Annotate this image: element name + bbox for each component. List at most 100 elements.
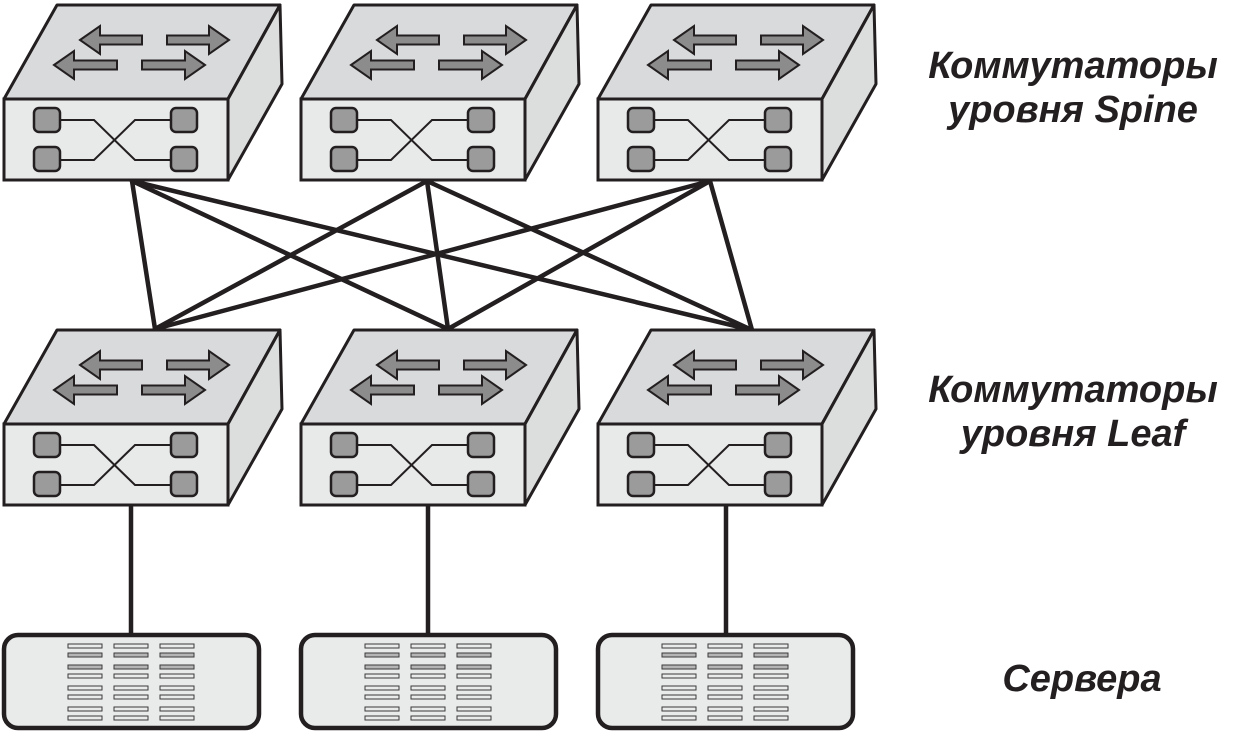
crossover-wire	[60, 444, 171, 486]
link-spine-2-leaf-1	[152, 178, 430, 332]
servers-layer-label: Сервера	[912, 657, 1244, 701]
arrow-left-icon	[78, 24, 143, 56]
links-layer	[128, 178, 755, 638]
server-vent-slot	[753, 643, 789, 649]
server-vent-slot	[410, 673, 446, 679]
server-icon	[1, 632, 262, 731]
server-vent-slot	[661, 685, 697, 691]
server-vent-slot	[159, 694, 195, 700]
server-chassis	[595, 632, 856, 731]
arrow-right-icon	[141, 374, 207, 406]
link-spine-1-leaf-1	[129, 178, 158, 332]
arrow-right-icon	[438, 374, 504, 406]
server-vent-slot	[707, 715, 743, 721]
server-vent-slot	[707, 664, 743, 670]
arrow-left-icon	[646, 49, 712, 81]
crossover-wire	[60, 119, 171, 161]
arrow-right-icon	[760, 24, 825, 56]
server-vent-slot	[753, 694, 789, 700]
arrow-left-icon	[672, 349, 737, 381]
server-vent-slot	[456, 643, 492, 649]
port-icon	[466, 470, 496, 498]
server-vent-slot	[410, 694, 446, 700]
server-vent-slot	[159, 685, 195, 691]
server-vent-slot	[410, 706, 446, 712]
port-icon	[32, 431, 62, 459]
link-spine-3-leaf-3	[707, 178, 755, 333]
spine-label-line2: уровня Spine	[948, 89, 1198, 131]
server-vent-slot	[113, 652, 149, 658]
link-spine-1-leaf-3	[129, 178, 755, 333]
server-vent-slot	[364, 694, 400, 700]
port-icon	[169, 145, 199, 173]
server-vent-slot	[113, 685, 149, 691]
server-vent-slot	[159, 673, 195, 679]
port-icon	[763, 470, 793, 498]
arrow-left-icon	[349, 374, 415, 406]
server-vent-slot	[67, 643, 103, 649]
arrow-right-icon	[735, 49, 801, 81]
server-vent-slot	[113, 715, 149, 721]
port-icon	[329, 470, 359, 498]
arrow-right-icon	[166, 24, 231, 56]
leaf-label-line1: Коммутаторы	[928, 369, 1218, 411]
port-icon	[329, 145, 359, 173]
server-vent-slot	[753, 706, 789, 712]
server-vent-slot	[661, 715, 697, 721]
server-vent-slot	[67, 706, 103, 712]
port-icon	[626, 106, 656, 134]
server-vent-slot	[113, 706, 149, 712]
crossover-wire	[357, 444, 468, 486]
server-vent-slot	[67, 673, 103, 679]
crossover-wire	[357, 119, 468, 161]
server-vent-slot	[410, 664, 446, 670]
arrow-right-icon	[438, 49, 504, 81]
server-vent-slot	[456, 652, 492, 658]
arrow-left-icon	[52, 374, 118, 406]
crossover-wire	[654, 119, 765, 161]
server-vent-slot	[410, 652, 446, 658]
nodes-layer	[1, 3, 878, 731]
server-vent-slot	[67, 715, 103, 721]
port-icon	[169, 106, 199, 134]
spine-switch-icon	[2, 3, 284, 182]
server-vent-slot	[707, 652, 743, 658]
arrow-right-icon	[463, 349, 528, 381]
server-vent-slot	[456, 715, 492, 721]
server-vent-slot	[661, 706, 697, 712]
server-vent-slot	[753, 715, 789, 721]
server-vent-slot	[661, 673, 697, 679]
leaf-switch-icon	[299, 328, 581, 507]
server-icon	[595, 632, 856, 731]
server-vent-slot	[113, 664, 149, 670]
arrow-left-icon	[52, 49, 118, 81]
server-vent-slot	[707, 685, 743, 691]
port-icon	[169, 470, 199, 498]
server-vent-slot	[113, 673, 149, 679]
server-vent-slot	[159, 664, 195, 670]
arrow-right-icon	[735, 374, 801, 406]
server-vent-slot	[159, 643, 195, 649]
server-vent-slot	[67, 664, 103, 670]
spine-switch-icon	[299, 3, 581, 182]
server-vent-slot	[364, 643, 400, 649]
link-spine-3-leaf-2	[445, 178, 713, 332]
leaf-switch-icon	[596, 328, 878, 507]
port-icon	[329, 431, 359, 459]
server-vent-slot	[707, 706, 743, 712]
server-vent-slot	[67, 685, 103, 691]
server-vent-slot	[410, 685, 446, 691]
server-vent-slot	[661, 643, 697, 649]
server-vent-slot	[113, 643, 149, 649]
port-icon	[626, 145, 656, 173]
arrow-left-icon	[78, 349, 143, 381]
server-vent-slot	[364, 715, 400, 721]
port-icon	[466, 431, 496, 459]
server-vent-slot	[661, 652, 697, 658]
server-vent-slot	[707, 673, 743, 679]
port-icon	[169, 431, 199, 459]
port-icon	[32, 106, 62, 134]
port-icon	[466, 106, 496, 134]
server-vent-slot	[661, 694, 697, 700]
